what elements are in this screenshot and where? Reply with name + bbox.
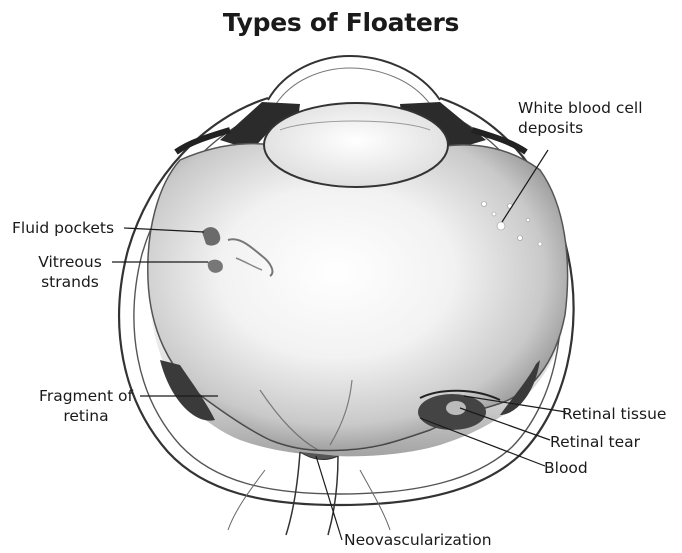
label-vitreous-line2: strands: [30, 272, 110, 292]
label-retinal-tear: Retinal tear: [550, 432, 640, 452]
label-retinal-tissue: Retinal tissue: [562, 404, 666, 424]
label-white-blood-cell-line1: White blood cell: [518, 98, 643, 118]
label-blood: Blood: [544, 458, 588, 478]
label-fragment-line1: Fragment of: [30, 386, 142, 406]
label-neovascularization: Neovascularization: [344, 530, 492, 550]
label-fragment-line2: retina: [30, 406, 142, 426]
label-vitreous-strands: Vitreous strands: [30, 252, 110, 292]
label-fragment-of-retina: Fragment of retina: [30, 386, 142, 426]
lens: [264, 103, 448, 187]
diagram-title: Types of Floaters: [0, 8, 682, 37]
label-vitreous-line1: Vitreous: [30, 252, 110, 272]
label-fluid-pockets: Fluid pockets: [12, 218, 114, 238]
label-white-blood-cell-deposits: White blood cell deposits: [518, 98, 643, 138]
cornea: [268, 56, 440, 100]
label-white-blood-cell-line2: deposits: [518, 118, 643, 138]
